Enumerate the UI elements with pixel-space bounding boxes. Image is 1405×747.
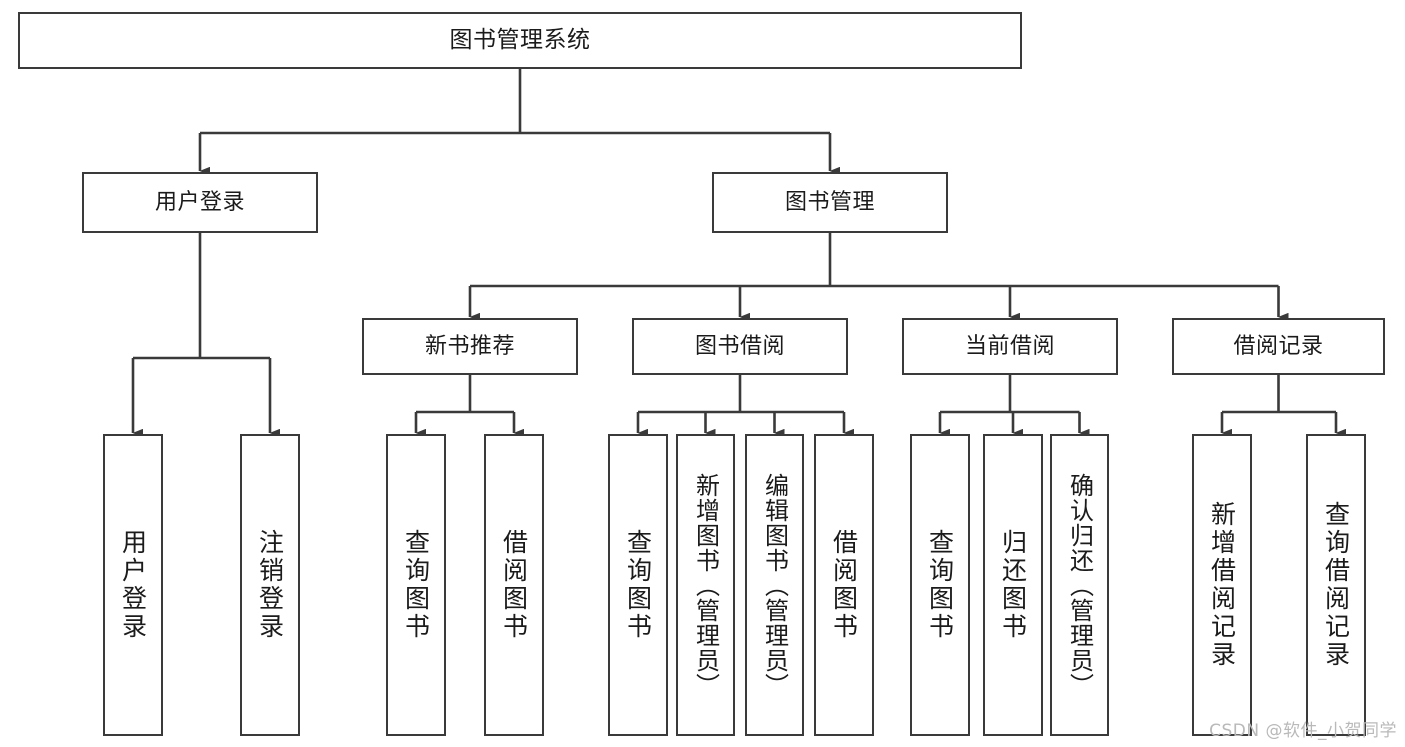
leaf-edit-book-admin[interactable]: 编辑图书（管理员） <box>745 434 804 736</box>
node-label: 用户登录 <box>154 189 245 215</box>
node-label: 新增图书（管理员） <box>691 472 720 698</box>
node-label: 查询图书 <box>925 529 955 641</box>
node-label: 注销登录 <box>255 529 285 641</box>
watermark: CSDN @软件_小贺同学 <box>1209 721 1397 741</box>
leaf-confirm-return-admin[interactable]: 确认归还（管理员） <box>1050 434 1109 736</box>
node-label: 编辑图书（管理员） <box>760 472 789 698</box>
node-current-borrow[interactable]: 当前借阅 <box>902 318 1118 375</box>
node-label: 借阅图书 <box>829 529 859 641</box>
leaf-add-book-admin[interactable]: 新增图书（管理员） <box>676 434 735 736</box>
node-label: 图书管理 <box>784 189 875 215</box>
node-label: 图书管理系统 <box>449 26 591 53</box>
node-label: 借阅图书 <box>499 529 529 641</box>
node-label: 查询图书 <box>623 529 653 641</box>
leaf-borrow-book[interactable]: 借阅图书 <box>814 434 874 736</box>
leaf-query-borrow-record[interactable]: 查询借阅记录 <box>1306 434 1366 736</box>
node-label: 查询图书 <box>401 529 431 641</box>
node-label: 确认归还（管理员） <box>1065 472 1094 698</box>
leaf-borrow-book-recommend[interactable]: 借阅图书 <box>484 434 544 736</box>
node-label: 图书借阅 <box>694 333 785 359</box>
leaf-query-book-current[interactable]: 查询图书 <box>910 434 970 736</box>
node-label: 用户登录 <box>118 529 148 641</box>
leaf-return-book[interactable]: 归还图书 <box>983 434 1043 736</box>
node-label: 新书推荐 <box>424 333 515 359</box>
leaf-query-book-recommend[interactable]: 查询图书 <box>386 434 446 736</box>
node-label: 借阅记录 <box>1233 333 1324 359</box>
node-label: 新增借阅记录 <box>1207 501 1237 669</box>
leaf-user-logout[interactable]: 注销登录 <box>240 434 300 736</box>
leaf-add-borrow-record[interactable]: 新增借阅记录 <box>1192 434 1252 736</box>
node-new-book-recommend[interactable]: 新书推荐 <box>362 318 578 375</box>
node-book-borrow[interactable]: 图书借阅 <box>632 318 848 375</box>
node-root[interactable]: 图书管理系统 <box>18 12 1022 69</box>
leaf-query-book-borrow[interactable]: 查询图书 <box>608 434 668 736</box>
node-label: 归还图书 <box>998 529 1028 641</box>
node-label: 查询借阅记录 <box>1321 501 1351 669</box>
node-borrow-record[interactable]: 借阅记录 <box>1172 318 1385 375</box>
node-user-login[interactable]: 用户登录 <box>82 172 318 233</box>
leaf-user-login[interactable]: 用户登录 <box>103 434 163 736</box>
node-book-manage[interactable]: 图书管理 <box>712 172 948 233</box>
node-label: 当前借阅 <box>964 333 1055 359</box>
